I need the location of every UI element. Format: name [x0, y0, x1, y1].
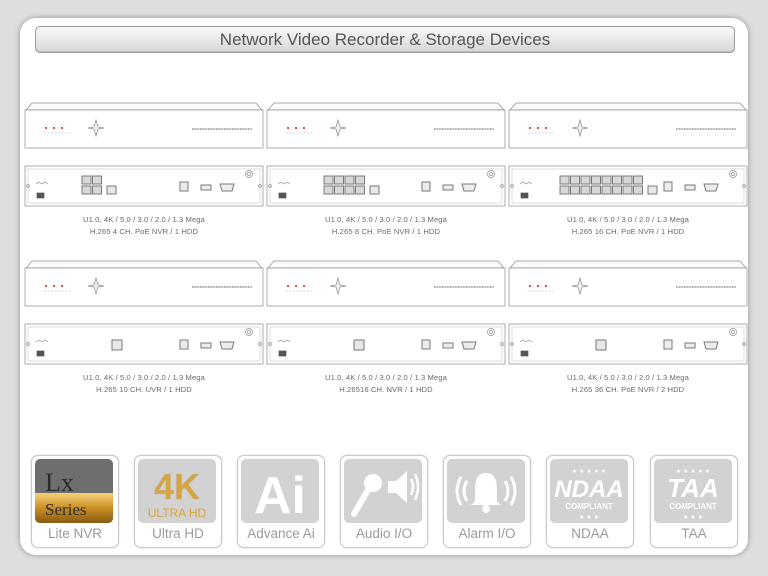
- nvr-device-illustration: [24, 260, 264, 365]
- product-model-line: H.265 8 CH. PoE NVR / 1 HDD: [331, 227, 441, 236]
- nvr-device-illustration: [508, 260, 748, 365]
- product-spec-line: U1.0, 4K / 5.0 / 3.0 / 2.0 / 1.3 Mega: [83, 373, 205, 382]
- ai-icon: Ai: [241, 459, 319, 523]
- feature-label: TAA: [681, 526, 707, 541]
- product-spec-line: U1.0, 4K / 5.0 / 3.0 / 2.0 / 1.3 Mega: [567, 373, 689, 382]
- feature-label: Advance Ai: [247, 526, 315, 541]
- svg-text:COMPLIANT: COMPLIANT: [669, 502, 717, 511]
- product-spec-line: U1.0, 4K / 5.0 / 3.0 / 2.0 / 1.3 Mega: [325, 373, 447, 382]
- lite-nvr-icon: Lx Series: [35, 459, 113, 523]
- svg-text:Lx: Lx: [45, 468, 74, 497]
- feature-label: NDAA: [571, 526, 609, 541]
- svg-text:Series: Series: [45, 500, 87, 519]
- feature-badge-audio-io[interactable]: Audio I/O: [340, 455, 428, 548]
- feature-label: Alarm I/O: [458, 526, 516, 541]
- svg-text:★ ★ ★: ★ ★ ★: [683, 514, 703, 521]
- product-spec-line: U1.0, 4K / 5.0 / 3.0 / 2.0 / 1.3 Mega: [83, 215, 205, 224]
- svg-text:COMPLIANT: COMPLIANT: [565, 502, 613, 511]
- feature-badge-taa[interactable]: ★ ★ ★ ★ ★ TAA COMPLIANT ★ ★ ★ TAA: [650, 455, 738, 548]
- feature-badge-ultra-hd[interactable]: 4K ULTRA HD Ultra HD: [134, 455, 222, 548]
- svg-text:Ai: Ai: [254, 467, 306, 523]
- feature-badge-advance-ai[interactable]: Ai Advance Ai: [237, 455, 325, 548]
- product-model-line: H.265 4 CH. PoE NVR / 1 HDD: [89, 227, 199, 236]
- svg-text:4K: 4K: [154, 466, 200, 507]
- nvr-device-illustration: [266, 102, 506, 207]
- feature-label: Audio I/O: [355, 526, 413, 541]
- svg-text:★ ★ ★: ★ ★ ★: [579, 514, 599, 521]
- product-model-line: H.265 16 CH. PoE NVR / 1 HDD: [571, 227, 685, 236]
- product-model-line: H.265 36 CH. PoE NVR / 2 HDD: [571, 385, 685, 394]
- product-model-line: H.26516 CH. NVR / 1 HDD: [339, 385, 433, 394]
- page-title: Network Video Recorder & Storage Devices: [219, 30, 551, 49]
- nvr-device-illustration: [266, 260, 506, 365]
- feature-badge-ndaa[interactable]: ★ ★ ★ ★ ★ NDAA COMPLIANT ★ ★ ★ NDAA: [546, 455, 634, 548]
- svg-text:★ ★ ★ ★ ★: ★ ★ ★ ★ ★: [676, 468, 711, 475]
- svg-text:NDAA: NDAA: [554, 476, 623, 503]
- section-title-bar: Network Video Recorder & Storage Devices: [35, 26, 735, 53]
- ultra-hd-4k-icon: 4K ULTRA HD: [138, 459, 216, 523]
- svg-text:★ ★ ★ ★ ★: ★ ★ ★ ★ ★: [572, 468, 607, 475]
- product-model-line: H.265 10 CH. UVR / 1 HDD: [96, 385, 192, 394]
- svg-text:TAA: TAA: [667, 473, 719, 503]
- ndaa-compliant-icon: ★ ★ ★ ★ ★ NDAA COMPLIANT ★ ★ ★: [550, 459, 628, 523]
- taa-compliant-icon: ★ ★ ★ ★ ★ TAA COMPLIANT ★ ★ ★: [654, 459, 732, 523]
- alarm-bell-icon: [447, 459, 525, 523]
- feature-label: Ultra HD: [152, 526, 204, 541]
- feature-badge-lite-nvr[interactable]: Lx Series Lite NVR: [31, 455, 119, 548]
- nvr-device-illustration: [508, 102, 748, 207]
- product-spec-line: U1.0, 4K / 5.0 / 3.0 / 2.0 / 1.3 Mega: [325, 215, 447, 224]
- microphone-speaker-icon: [344, 459, 422, 523]
- product-spec-line: U1.0, 4K / 5.0 / 3.0 / 2.0 / 1.3 Mega: [567, 215, 689, 224]
- nvr-device-illustration: [24, 102, 264, 207]
- svg-text:ULTRA HD: ULTRA HD: [148, 506, 207, 520]
- feature-label: Lite NVR: [47, 526, 103, 541]
- feature-badge-alarm-io[interactable]: Alarm I/O: [443, 455, 531, 548]
